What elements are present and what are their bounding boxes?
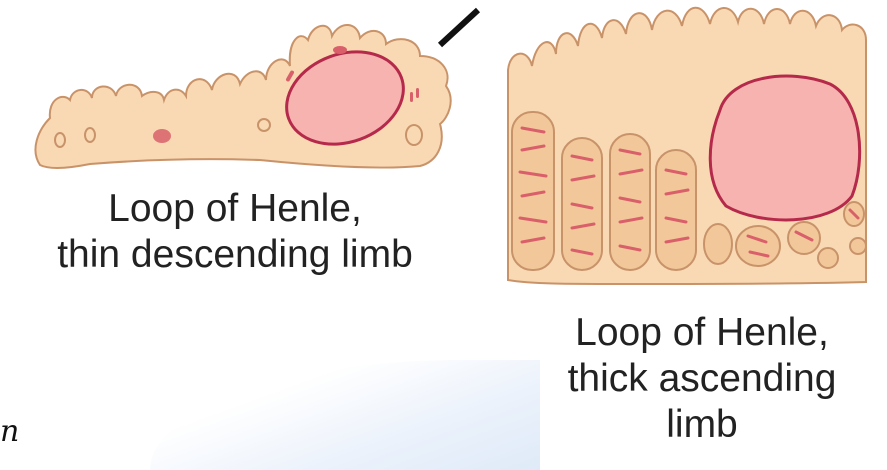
thick-ascending-limb-caption: Loop of Henle, thick ascending limb — [517, 310, 887, 448]
thick-ascending-limb-cell — [508, 8, 866, 284]
caption-line: Loop of Henle, — [0, 186, 470, 232]
cropped-text-fragment: n — [0, 414, 19, 449]
caption-line: thick ascending — [517, 356, 887, 402]
pointer-line — [440, 10, 478, 45]
thin-descending-limb-caption: Loop of Henle, thin descending limb — [0, 186, 470, 278]
thin-descending-limb-cell — [35, 25, 450, 168]
caption-line: Loop of Henle, — [517, 310, 887, 356]
nucleus — [710, 76, 859, 220]
caption-line: limb — [517, 402, 887, 448]
caption-line: thin descending limb — [0, 232, 470, 278]
